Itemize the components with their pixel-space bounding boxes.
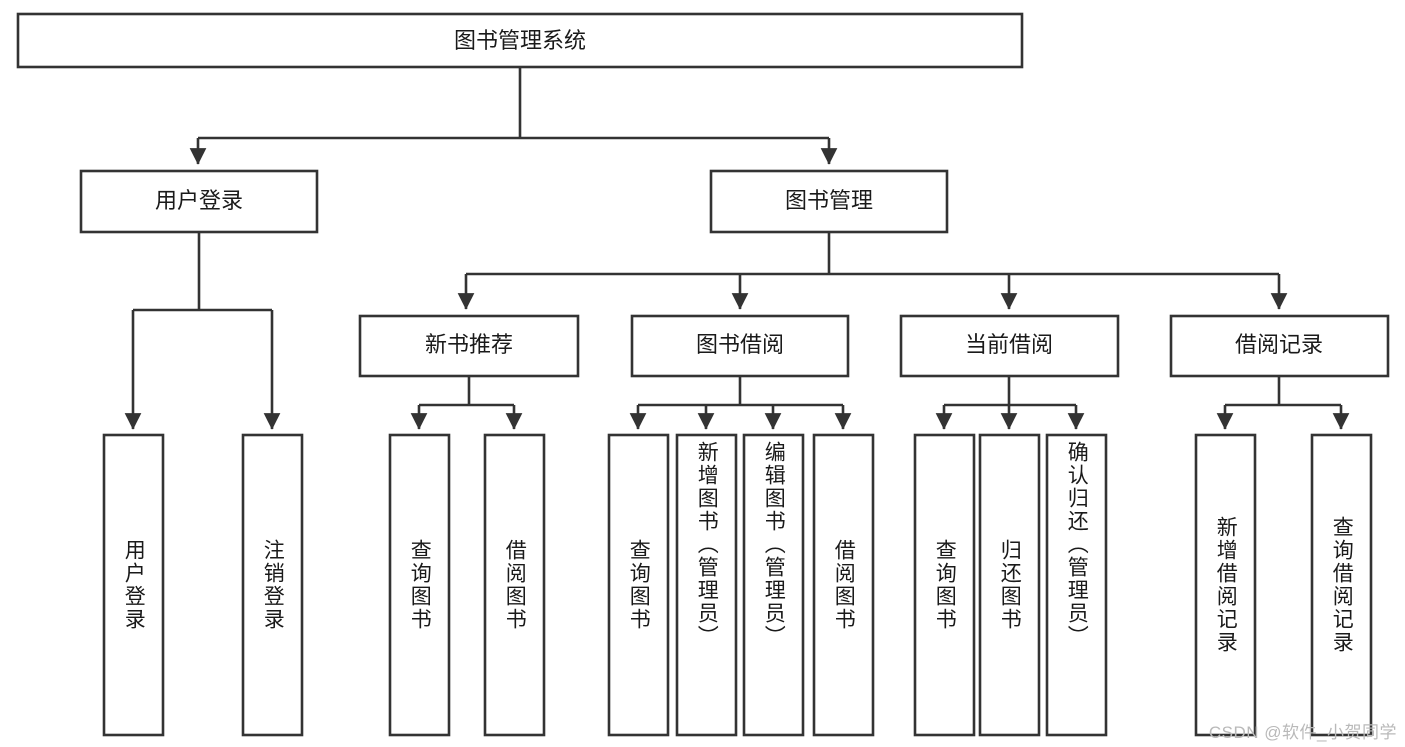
node-new-book-recommend[interactable]: 新书推荐 <box>358 314 580 378</box>
node-leaf-borrow-book-2-box[interactable] <box>812 433 875 737</box>
node-user-login-label: 用户登录 <box>155 188 243 213</box>
node-root-label: 图书管理系统 <box>454 28 586 53</box>
leaf-boxes <box>102 433 1373 737</box>
node-current-borrow-box[interactable] <box>899 314 1120 378</box>
node-root-box[interactable] <box>16 12 1024 69</box>
node-new-book-recommend-box[interactable] <box>358 314 580 378</box>
node-borrow-record-box[interactable] <box>1169 314 1390 378</box>
node-book-borrow-label: 图书借阅 <box>696 332 784 357</box>
node-book-management-box[interactable] <box>709 169 949 234</box>
node-root[interactable]: 图书管理系统 <box>16 12 1024 69</box>
watermark-text: CSDN @软件_小贺同学 <box>1208 723 1397 742</box>
node-book-borrow[interactable]: 图书借阅 <box>630 314 850 378</box>
node-user-login[interactable]: 用户登录 <box>79 169 319 234</box>
node-layer: 图书管理系统 用户登录 图书管理 新书推荐 图书借阅 当前 <box>16 12 1390 737</box>
node-current-borrow-label: 当前借阅 <box>965 332 1053 357</box>
node-user-login-box[interactable] <box>79 169 319 234</box>
connector-layer <box>124 68 1350 430</box>
node-leaf-query-book-3-box[interactable] <box>913 433 976 737</box>
node-leaf-user-logout-box[interactable] <box>241 433 304 737</box>
node-leaf-confirm-return-box[interactable] <box>1045 433 1108 737</box>
node-book-borrow-box[interactable] <box>630 314 850 378</box>
node-leaf-query-book-2-box[interactable] <box>607 433 670 737</box>
node-new-book-recommend-label: 新书推荐 <box>425 332 513 357</box>
node-leaf-edit-book-box[interactable] <box>742 433 805 737</box>
node-book-management[interactable]: 图书管理 <box>709 169 949 234</box>
node-leaf-borrow-book-1-box[interactable] <box>483 433 546 737</box>
node-borrow-record[interactable]: 借阅记录 <box>1169 314 1390 378</box>
node-book-management-label: 图书管理 <box>785 188 873 213</box>
node-borrow-record-label: 借阅记录 <box>1235 332 1323 357</box>
node-leaf-user-login-box[interactable] <box>102 433 165 737</box>
node-leaf-query-record-box[interactable] <box>1310 433 1373 737</box>
node-current-borrow[interactable]: 当前借阅 <box>899 314 1120 378</box>
node-leaf-add-record-box[interactable] <box>1194 433 1257 737</box>
node-leaf-query-book-1-box[interactable] <box>388 433 451 737</box>
node-leaf-return-book-box[interactable] <box>978 433 1041 737</box>
node-leaf-add-book-box[interactable] <box>675 433 738 737</box>
